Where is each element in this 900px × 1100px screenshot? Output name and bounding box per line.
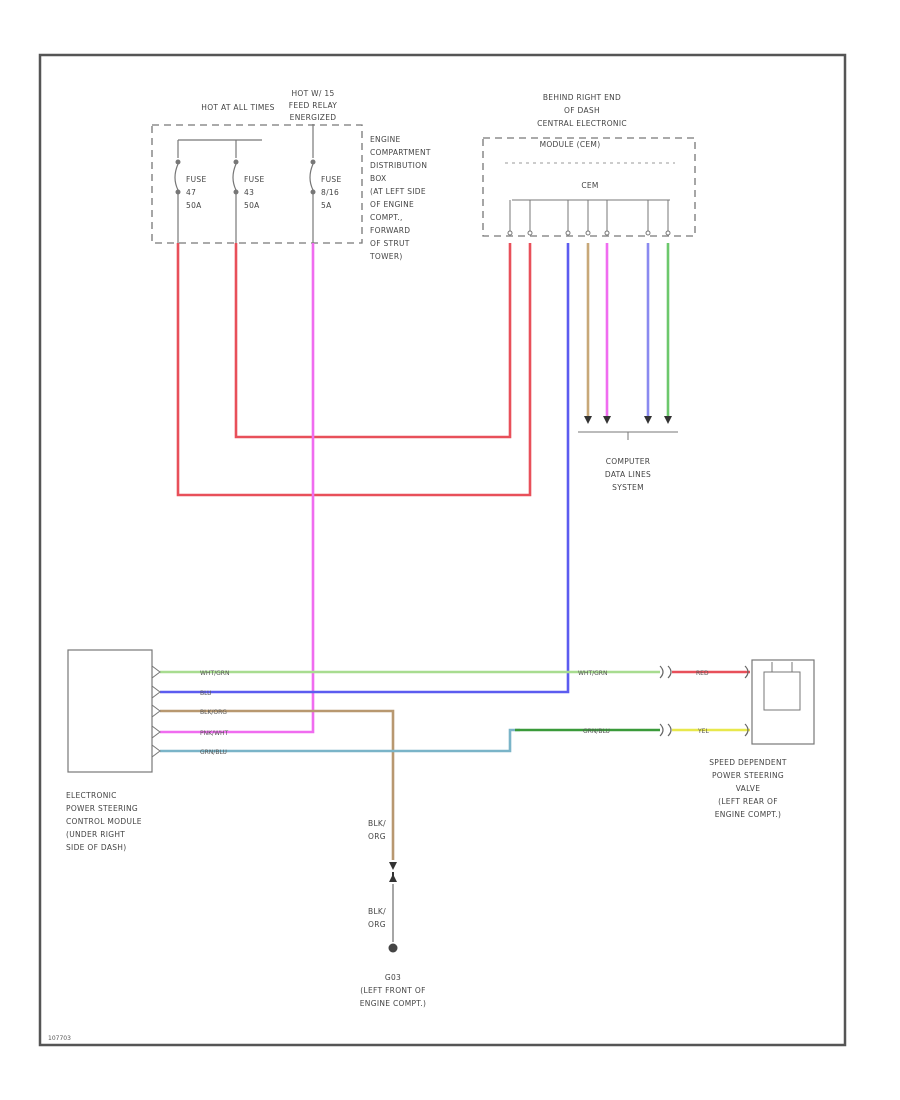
fuse-3-line-3: 5A [321,201,332,210]
fuse-2-line-3: 50A [244,201,260,210]
svg-text:SPEED DEPENDENT: SPEED DEPENDENT [709,758,787,767]
cem-location-1: BEHIND RIGHT END [543,93,621,102]
svg-text:FORWARD: FORWARD [370,226,410,235]
svg-text:YEL: YEL [697,728,709,735]
fuse-1-line-2: 47 [186,188,196,197]
fuse-1-line-1: FUSE [186,175,207,184]
fuse-47: FUSE 47 50A [174,159,207,210]
svg-text:VALVE: VALVE [736,784,761,793]
blk-org-wire [160,709,395,860]
svg-text:DISTRIBUTION: DISTRIBUTION [370,161,427,170]
svg-text:ENGINE COMPT.): ENGINE COMPT.) [360,999,426,1008]
svg-text:BLU: BLU [200,690,212,697]
eps-control-module: ELECTRONIC POWER STEERING CONTROL MODULE… [66,649,161,852]
fuse-43: FUSE 43 50A [232,159,265,210]
wire-labels: WHT/GRN BLU BLK/ORG PNK/WHT GRN/BLU WHT/… [200,670,709,756]
svg-text:WHT/GRN: WHT/GRN [200,670,229,677]
svg-text:ORG: ORG [368,832,386,841]
fuse-box-location: ENGINE COMPARTMENT DISTRIBUTION BOX (AT … [369,135,431,261]
fuse-3-line-2: 8/16 [321,188,339,197]
svg-text:BLK/: BLK/ [368,907,386,916]
svg-text:WHT/GRN: WHT/GRN [578,670,607,677]
hot-run-label-2: FEED RELAY [289,101,337,110]
hot-at-all-times-label: HOT AT ALL TIMES [201,103,274,112]
data-line-arrows [584,416,672,424]
data-lines-bracket [578,431,678,440]
computer-data-lines-3: SYSTEM [612,483,644,492]
svg-text:POWER STEERING: POWER STEERING [66,804,138,813]
fuse-2-line-1: FUSE [244,175,265,184]
diagram-frame [38,53,847,1047]
svg-text:(UNDER RIGHT: (UNDER RIGHT [66,830,125,839]
ground-g03: BLK/ ORG BLK/ ORG G03 (LEFT FRONT OF ENG… [360,819,426,1008]
fuse-box: HOT AT ALL TIMES HOT W/ 15 FEED RELAY EN… [151,89,431,261]
cem-location-2: OF DASH [564,106,600,115]
red-wire-1 [176,243,532,497]
svg-text:RED: RED [696,670,709,677]
svg-text:G03: G03 [385,973,401,982]
blu-wire [160,243,570,694]
cem-location-3: CENTRAL ELECTRONIC [537,119,627,128]
fuse-2-line-2: 43 [244,188,254,197]
svg-text:POWER STEERING: POWER STEERING [712,771,784,780]
svg-text:(AT LEFT SIDE: (AT LEFT SIDE [370,187,426,196]
svg-text:SIDE OF DASH): SIDE OF DASH) [66,843,126,852]
hot-run-label-1: HOT W/ 15 [291,89,334,98]
fuse-1-line-3: 50A [186,201,202,210]
red-wire-2 [234,243,512,439]
svg-text:ENGINE COMPT.): ENGINE COMPT.) [715,810,781,819]
svg-text:PNK/WHT: PNK/WHT [200,730,229,737]
svg-text:BLK/: BLK/ [368,819,386,828]
wires [160,243,750,860]
svg-text:TOWER): TOWER) [369,252,403,261]
diagram-id: 107703 [48,1035,71,1042]
svg-text:GRN/BLU: GRN/BLU [200,749,227,756]
svg-text:(LEFT REAR OF: (LEFT REAR OF [718,797,778,806]
cem-name: CEM [581,181,598,190]
svg-text:COMPARTMENT: COMPARTMENT [370,148,431,157]
cem-pins [507,199,671,236]
svg-text:OF STRUT: OF STRUT [370,239,410,248]
computer-data-lines-1: COMPUTER [606,457,651,466]
svg-text:ELECTRONIC: ELECTRONIC [66,791,117,800]
cem-module: BEHIND RIGHT END OF DASH CENTRAL ELECTRO… [482,93,696,237]
svg-text:BLK/ORG: BLK/ORG [200,709,227,716]
svg-text:OF ENGINE: OF ENGINE [370,200,414,209]
svg-text:BOX: BOX [370,174,386,183]
valve-connectors [659,665,749,737]
computer-data-lines-2: DATA LINES [605,470,651,479]
cem-module-label: MODULE (CEM) [540,140,601,149]
pnk-wht-wire [160,243,315,734]
svg-text:ENGINE: ENGINE [370,135,401,144]
ground-icon [388,943,398,953]
svg-text:GRN/BLU: GRN/BLU [583,728,610,735]
hot-run-label-3: ENERGIZED [290,113,337,122]
svg-text:CONTROL MODULE: CONTROL MODULE [66,817,142,826]
svg-text:ORG: ORG [368,920,386,929]
svg-text:(LEFT FRONT OF: (LEFT FRONT OF [360,986,425,995]
speed-dependent-valve: SPEED DEPENDENT POWER STEERING VALVE (LE… [709,659,815,819]
svg-text:COMPT.,: COMPT., [370,213,403,222]
fuse-3-line-1: FUSE [321,175,342,184]
fuse-8-16: FUSE 8/16 5A [309,159,342,210]
